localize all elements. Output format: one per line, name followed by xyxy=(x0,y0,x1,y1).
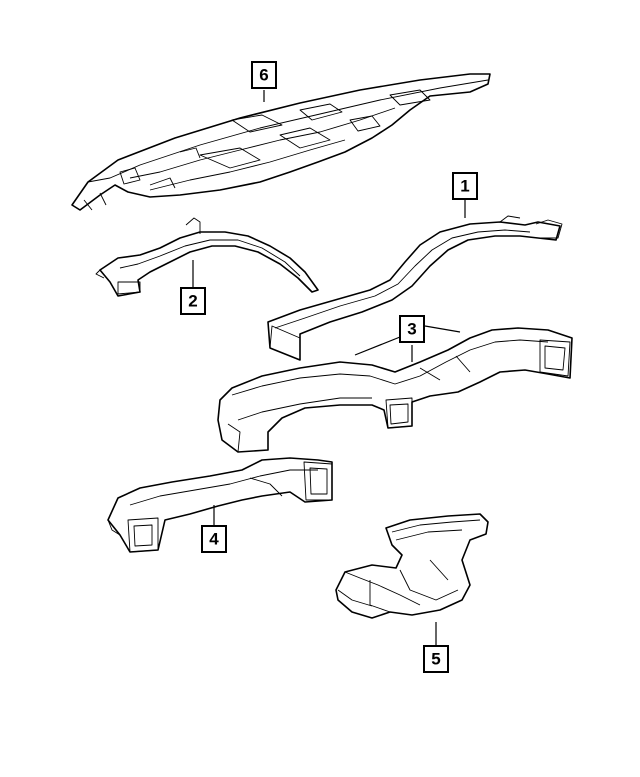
callout-2: 2 xyxy=(180,287,206,315)
part-1-right-duct xyxy=(267,215,563,361)
callout-5-label: 5 xyxy=(431,650,440,669)
callout-1: 1 xyxy=(452,172,478,200)
callout-3-label: 3 xyxy=(407,320,416,339)
callout-6: 6 xyxy=(251,61,277,89)
callout-6-label: 6 xyxy=(259,66,268,85)
callout-3: 3 xyxy=(399,315,425,343)
leader-3b xyxy=(424,325,461,333)
part-2-left-duct xyxy=(95,217,319,297)
part-6-defrost-duct xyxy=(71,73,491,211)
leader-3a xyxy=(354,336,401,356)
part-3-center-duct xyxy=(217,327,573,453)
callout-4-label: 4 xyxy=(209,530,219,549)
callout-1-label: 1 xyxy=(460,177,469,196)
part-5-floor-housing xyxy=(335,513,489,619)
callout-5: 5 xyxy=(423,645,449,673)
callout-2-label: 2 xyxy=(188,292,197,311)
callout-4: 4 xyxy=(201,525,227,553)
part-4-lower-duct xyxy=(107,457,333,553)
